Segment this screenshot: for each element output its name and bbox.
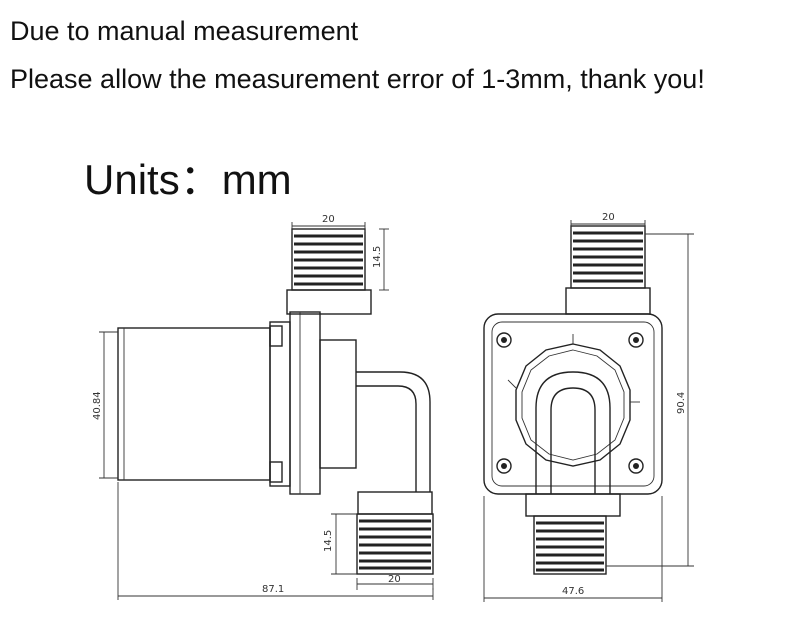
front-bottom-thread [533,515,607,575]
front-top-thread [570,225,646,289]
side-elbow-outer [356,371,431,492]
side-bottom-thread [356,513,434,575]
dim-front-total-width: 47.6 [562,586,584,597]
dim-side-bottom-width: 20 [388,574,401,585]
front-top-nut [565,287,651,315]
front-bottom-thread-lines [536,521,604,572]
front-bottom-nut [525,493,621,517]
side-impeller-housing [319,339,357,469]
dim-front-total-height: 90.4 [676,392,687,414]
side-elbow-inner [356,385,417,492]
motor-body [117,327,271,481]
front-screws [496,332,644,474]
dim-side-top-width: 20 [322,214,335,225]
side-view: 20 14.5 40.84 14.5 20 87.1 [92,214,434,600]
note-measurement-error: Please allow the measurement error of 1-… [10,64,705,94]
front-u-pipe-outer [535,371,611,494]
side-housing [289,311,321,495]
front-view: 20 90.4 47.6 [483,212,694,602]
side-top-thread-lines [294,234,363,286]
front-impeller-cover [515,343,631,467]
dim-side-bottom-height: 14.5 [323,530,334,552]
dim-side-body-height: 40.84 [92,391,103,420]
note-manual-measurement: Due to manual measurement [10,16,359,46]
side-top-nut [286,289,372,315]
side-bottom-nut [357,491,433,515]
units-label: Units：mm [84,156,292,203]
front-top-thread-lines [573,231,643,283]
front-u-pipe-inner [550,387,596,494]
dim-side-total-length: 87.1 [262,584,284,595]
side-top-thread [291,228,366,291]
dim-side-top-height: 14.5 [372,246,383,268]
side-bottom-thread-lines [359,519,431,570]
dim-front-top-width: 20 [602,212,615,223]
